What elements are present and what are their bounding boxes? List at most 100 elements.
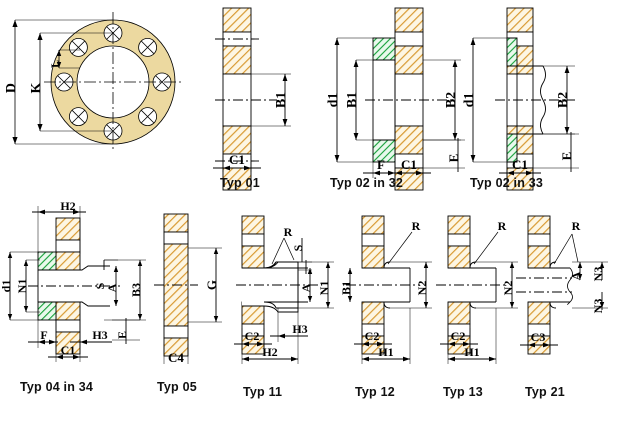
label-N1: N1 [317,281,331,296]
dimension-C4 [163,344,189,364]
label-B1: B1 [339,281,353,295]
dimension-B1 [353,59,375,141]
figure-typ-11: R S A N1 H3 C2 H2 [232,198,352,368]
dimension-B1 [251,73,291,127]
label-A: A [299,283,313,292]
label-N2: N2 [501,281,515,296]
caption-typ-02-in-32: Typ 02 in 32 [330,176,404,190]
label-N2: N2 [415,281,429,296]
label-H1: H1 [464,345,479,359]
dimension-d1 [334,37,375,163]
label-d1: d1 [0,280,13,293]
figure-typ-05: G C4 [150,198,240,368]
label-N1: N1 [15,279,29,294]
dimension-C2 [354,328,392,350]
dimension-E [533,132,579,172]
figure-typ-21: R A N3 N3 C3 [510,198,625,368]
caption-typ-21: Typ 21 [525,385,565,399]
label-d1: d1 [462,93,477,108]
dimension-H1 [361,308,411,364]
dimension-N1 [298,261,334,309]
label-R: R [412,219,421,233]
caption-typ-13: Typ 13 [443,385,483,399]
dimension-E [112,318,140,344]
label-H3: H3 [292,322,307,336]
caption-typ-05: Typ 05 [157,380,197,394]
label-R: R [284,225,293,239]
dimension-F [28,320,58,348]
label-C2: C2 [365,329,380,343]
dimension-H1 [447,308,497,364]
label-F: F [40,328,47,342]
dimension-A [307,268,313,302]
label-H2: H2 [60,199,75,213]
dimension-N1 [23,259,40,313]
dimension-C3 [520,330,558,350]
label-C1: C1 [401,157,417,172]
label-A: A [105,283,119,292]
label-N3-upper: N3 [591,267,605,282]
label-G: G [204,280,219,290]
label-B2: B2 [444,92,459,108]
label-K: K [29,82,44,93]
dimension-H3 [70,306,112,348]
label-C4: C4 [168,350,184,365]
dimension-R [387,231,413,265]
label-E: E [446,154,461,163]
label-R: R [498,219,507,233]
label-B3: B3 [129,283,143,297]
figure-typ-02-in-33: d1 B2 E C1 [455,0,625,191]
dimension-R [553,233,579,265]
dimension-C2 [440,328,478,350]
figure-typ-04-in-34: H2 d1 N1 S A B3 E F H3 C1 [0,198,155,368]
figure-typ-12: B1 R N2 C2 H1 [339,198,450,368]
dimension-D [12,19,113,145]
caption-typ-02-in-33: Typ 02 in 33 [470,176,544,190]
label-B2: B2 [556,92,571,108]
dimension-A [577,262,583,280]
label-C1: C1 [512,157,528,172]
dimension-K [37,32,113,132]
figure-typ-02-in-32: d1 B1 B2 E F C1 [315,0,480,191]
label-H1: H1 [378,345,393,359]
dimension-N2 [476,261,518,309]
dimension-R [473,231,499,265]
label-S: S [291,244,305,251]
label-C2: C2 [245,329,260,343]
figure-typ-01: B1 C1 [205,0,320,191]
label-C3: C3 [531,330,546,344]
dimension-A [113,266,119,306]
dimension-d1 [470,37,509,163]
dimension-C2 [234,328,272,350]
dimension-d1 [7,251,40,321]
dimension-N3-lower [572,292,608,310]
dimension-N3-upper [572,261,608,280]
label-D: D [4,83,19,93]
dimension-N2 [390,261,432,309]
figure-typ-13: R N2 C2 H1 [430,198,540,368]
dimension-R [271,237,295,265]
label-F: F [377,157,385,172]
dimension-H2 [32,206,86,254]
center-lines [44,12,182,152]
label-d1: d1 [326,93,341,108]
dimension-B1 [347,268,353,302]
dimension-C1 [499,156,541,178]
label-L: L [48,60,62,68]
dimension-B2 [533,65,575,135]
caption-typ-01: Typ 01 [220,176,260,190]
label-H2: H2 [262,345,277,359]
label-S: S [93,282,107,289]
dimension-H3 [270,308,308,342]
label-R: R [572,219,581,233]
dimension-G [188,247,222,323]
flange-face-view: D K L [0,0,205,195]
dimension-C1 [213,156,261,172]
label-E: E [559,152,574,161]
label-B1: B1 [274,92,289,108]
label-C1: C1 [229,152,245,167]
label-C1: C1 [61,343,76,357]
label-B1: B1 [345,92,360,108]
label-A: A [569,271,583,280]
dimension-C1 [48,344,88,362]
